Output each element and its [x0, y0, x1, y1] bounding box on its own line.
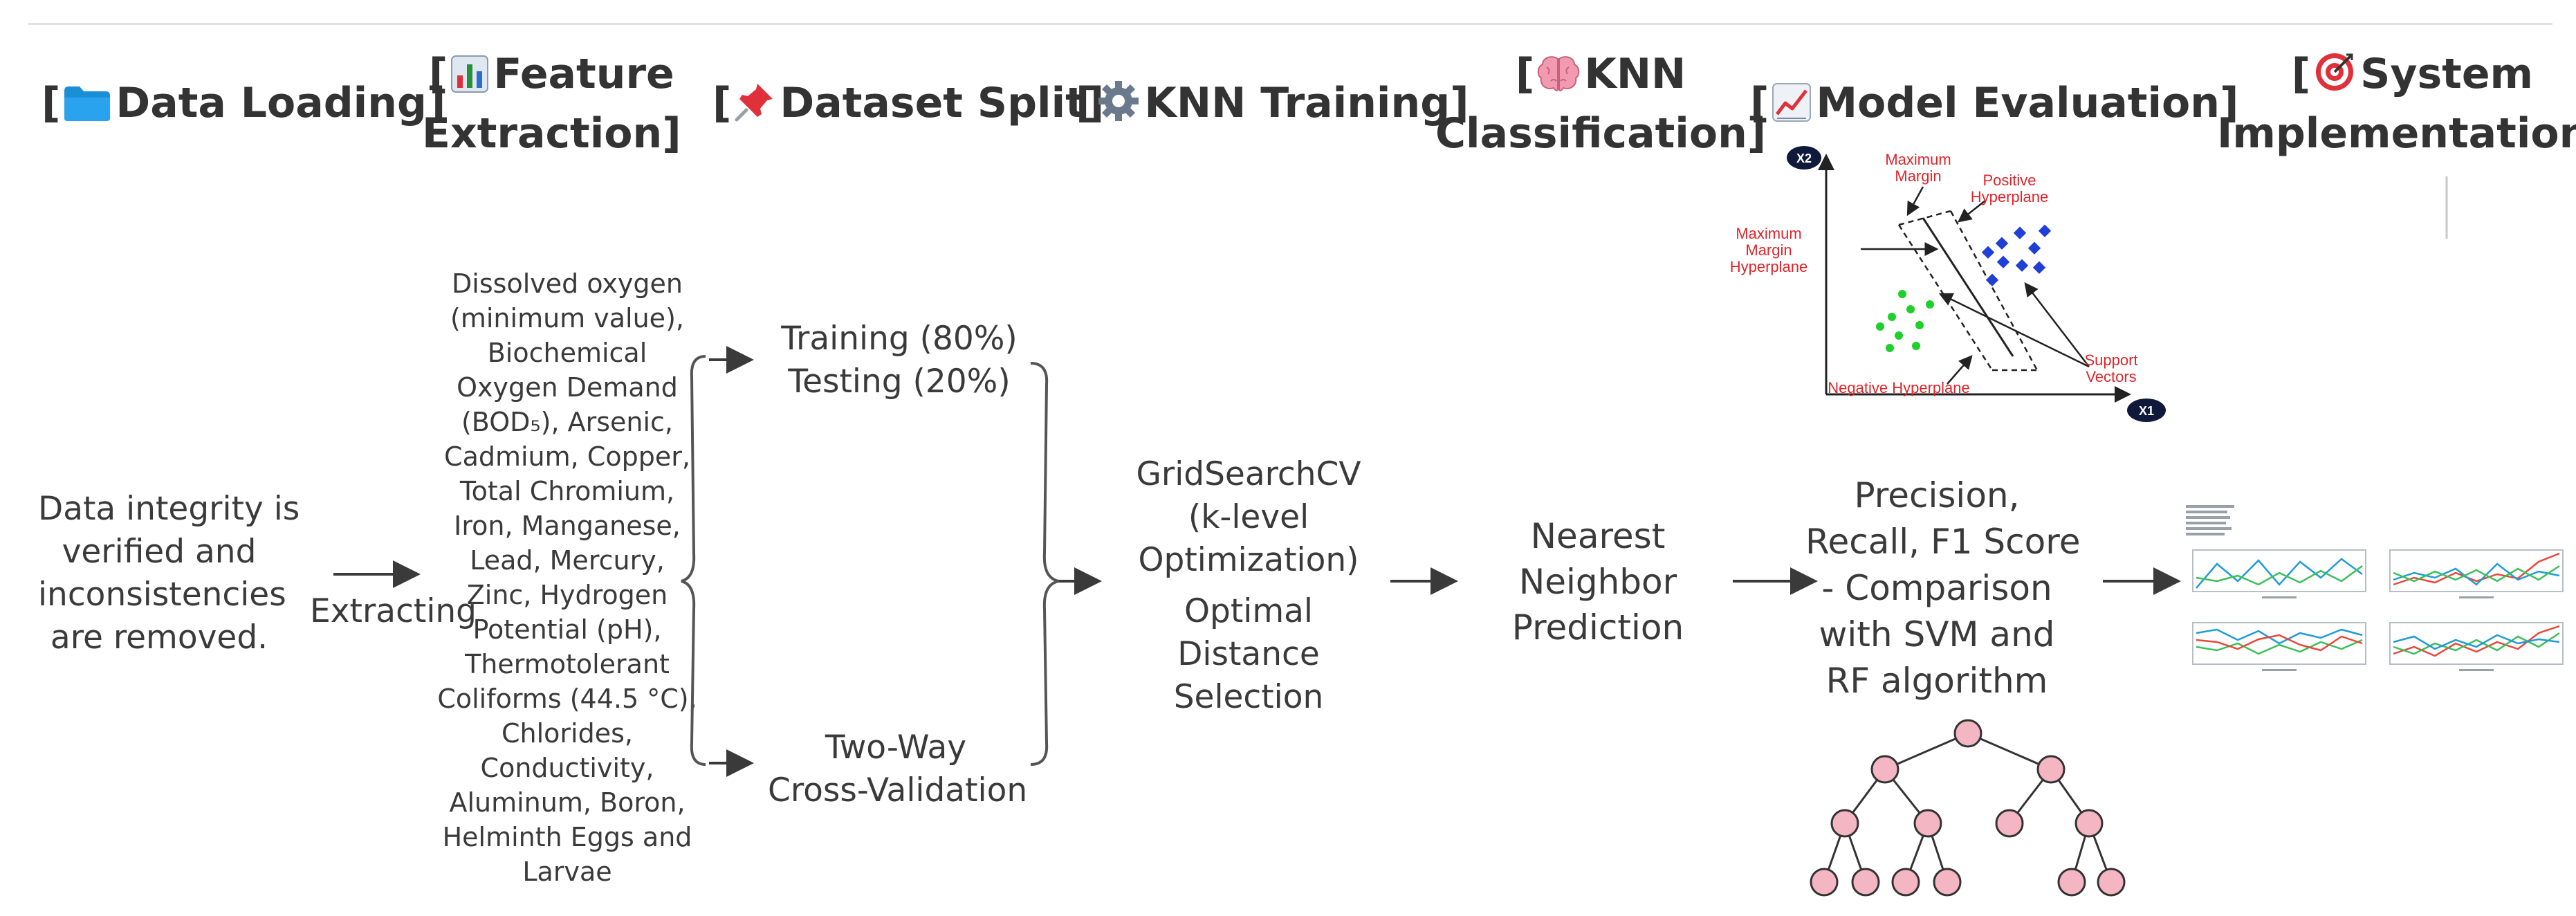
header-knn-classification: [KNN Classification] — [1435, 50, 1767, 158]
gear-icon — [1097, 80, 1140, 136]
svg-text:Hyperplane: Hyperplane — [1971, 188, 2049, 205]
svg-text:Margin: Margin — [1745, 241, 1792, 259]
bar-chart-icon — [450, 53, 489, 107]
svg-text:X2: X2 — [1796, 152, 1812, 165]
data-loading-description: Data integrity is verified and inconsist… — [38, 490, 300, 657]
svg-text:Positive: Positive — [1982, 172, 2036, 189]
decision-tree — [1810, 719, 2126, 897]
svg-text:Negative Hyperplane: Negative Hyperplane — [1828, 379, 1969, 396]
split-train-test: Training (80%) Testing (20%) — [781, 320, 1018, 401]
svg-text:Maximum: Maximum — [1736, 225, 1801, 242]
split-cross-validation: Two-Way Cross-Validation — [768, 729, 1028, 809]
svg-text:Support: Support — [2084, 351, 2137, 369]
top-divider — [28, 23, 2552, 25]
x1-badge — [2127, 399, 2166, 422]
header-model-evaluation: [Model Evaluation] — [1750, 76, 2238, 136]
classification-prediction: Nearest Neighbor Prediction — [1511, 516, 1684, 648]
feature-list: Dissolved oxygen (minimum value), Bioche… — [437, 268, 697, 887]
svg-text:Margin: Margin — [1895, 167, 1941, 185]
svg-text:Maximum: Maximum — [1885, 151, 1951, 168]
header-data-loading: [Data Loading] — [42, 76, 445, 136]
header-knn-training: [KNN Training] — [1076, 76, 1469, 136]
header-system-implementation: [System Implementation] — [2217, 50, 2576, 158]
training-distance: Optimal Distance Selection — [1173, 592, 1324, 716]
folder-icon — [63, 82, 111, 136]
svg-text:Hyperplane: Hyperplane — [1730, 258, 1808, 275]
evaluation-metrics: Precision, Recall, F1 Score - Comparison… — [1805, 475, 2081, 701]
implementation-dashboard-thumbnail — [2186, 505, 2564, 671]
svg-text:X1: X1 — [2139, 404, 2154, 418]
pushpin-icon — [734, 81, 775, 136]
training-gridsearch: GridSearchCV (k-level Optimization) — [1136, 455, 1361, 579]
left-brace — [681, 355, 706, 766]
right-brace — [1030, 362, 1059, 766]
trend-chart-icon — [1772, 82, 1812, 136]
brain-icon — [1537, 53, 1580, 107]
svg-text:Vectors: Vectors — [2086, 368, 2136, 385]
svm-figure: X2 X1 — [1730, 146, 2166, 422]
extracting-label: Extracting — [310, 592, 477, 630]
x2-badge — [1787, 146, 1821, 170]
header-feature-extraction: [Feature Extraction] — [422, 50, 681, 158]
target-icon — [2313, 51, 2356, 107]
